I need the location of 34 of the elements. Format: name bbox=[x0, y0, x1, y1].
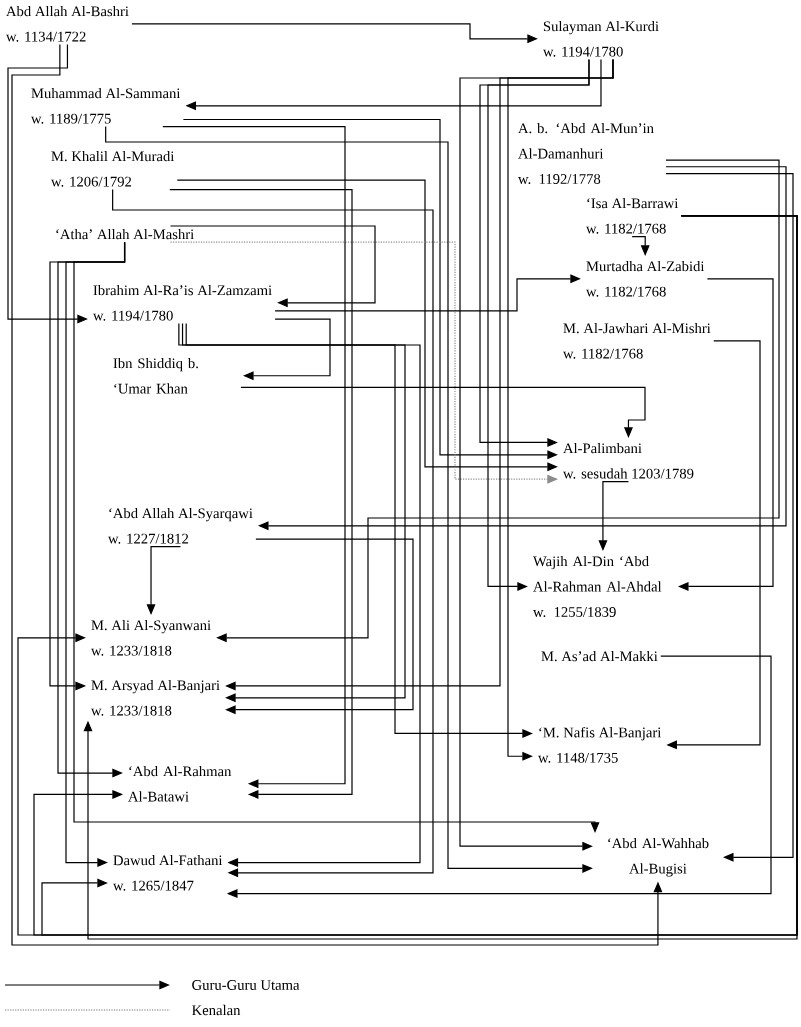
scholar-name: M. Ali Al-Syanwani w. 1233/1818 bbox=[90, 619, 211, 656]
connector-arrow bbox=[243, 318, 331, 381]
scholar-name: ‘Abd Al-Wahhab Al-Bugisi bbox=[608, 837, 709, 877]
scholar-name: Muhammad Al-Sammani w. 1189/1775 bbox=[30, 87, 181, 124]
scholar-name: A. b. ‘Abd Al-Mun’in Al-Damanhuri w. 1192/1778 bbox=[517, 122, 654, 184]
scholar-name: Ibn Shiddiq b. ‘Umar Khan bbox=[113, 357, 198, 394]
legend-label: Guru-Guru Utama bbox=[192, 980, 300, 990]
scholar-name: M. Al-Jawhari Al-Mishri w. 1182/1768 bbox=[562, 322, 711, 359]
scholar-name: ‘Isa Al-Barrawi w. 1182/1768 bbox=[585, 197, 679, 234]
scholar-name: Wajih Al-Din ‘Abd Al-Rahman Al-Ahdal w. 1255/1839 bbox=[532, 555, 662, 617]
scholar-name: M. Arsyad Al-Banjari w. 1233/1818 bbox=[90, 679, 220, 716]
scholar-name: ‘M. Nafis Al-Banjari w. 1148/1735 bbox=[537, 726, 662, 763]
connector-arrow bbox=[112, 189, 434, 878]
scholar-name: Ibrahim Al-Ra’is Al-Zamzami w. 1194/1780 bbox=[92, 284, 272, 321]
connector-arrow bbox=[185, 323, 421, 868]
scholar-name: Dawud Al-Fathani w. 1265/1847 bbox=[112, 854, 223, 891]
scholar-name: Murtadha Al-Zabidi w. 1182/1768 bbox=[585, 260, 705, 297]
scholar-name: Sulayman Al-Kurdi w. 1194/1780 bbox=[542, 20, 659, 57]
scholar-name: ‘Atha’ Allah Al-Mashri bbox=[56, 228, 194, 240]
connector-arrow bbox=[162, 126, 346, 789]
connector-arrow bbox=[459, 59, 614, 851]
scholar-name: M. Khalil Al-Muradi w. 1206/1792 bbox=[50, 150, 175, 187]
scholar-name: ‘Abd Al-Rahman Al-Batawi bbox=[128, 765, 232, 802]
scholar-name: Abd Allah Al-Bashri w. 1134/1722 bbox=[5, 5, 129, 42]
connector-arrow bbox=[169, 225, 376, 308]
connector-arrow bbox=[487, 59, 590, 591]
scholar-name: Al-Palimbani w. sesudah 1203/1789 bbox=[562, 442, 694, 479]
scholar-name: M. As’ad Al-Makki bbox=[541, 650, 658, 662]
connector-arrow bbox=[169, 189, 353, 799]
connector-arrow bbox=[181, 323, 406, 703]
connector-arrow bbox=[665, 173, 794, 862]
legend-label: Kenalan bbox=[192, 1004, 241, 1016]
connector-arrow bbox=[11, 44, 663, 946]
scholar-name: ‘Abd Allah Al-Syarqawi w. 1227/1812 bbox=[107, 507, 253, 544]
